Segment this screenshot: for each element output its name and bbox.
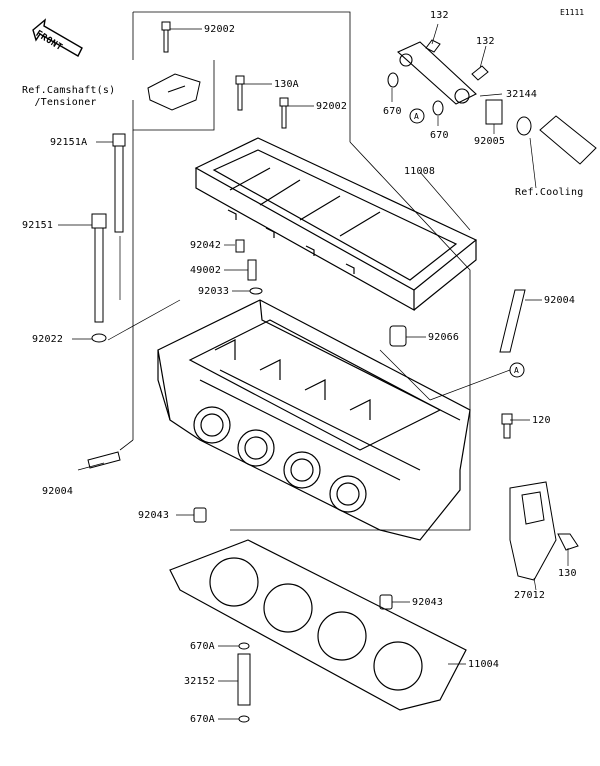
camshaft-ref-part [147, 73, 201, 111]
part-label-92151: 92151 [22, 220, 54, 231]
dowel-92043-left [193, 507, 207, 523]
marker-a-right-label: A [514, 366, 520, 375]
part-label-11004: 11004 [468, 659, 500, 670]
oring-670A-bottom [238, 715, 250, 723]
bolt-92151 [91, 213, 107, 323]
leader-lines [58, 23, 569, 720]
marker-a-top-label: A [414, 112, 420, 121]
part-label-132-right: 132 [476, 36, 495, 47]
hose-clamp [516, 116, 532, 136]
pipe-32152 [237, 653, 251, 706]
washer-92022 [91, 333, 107, 343]
part-label-670A-bottom: 670A [190, 714, 215, 725]
part-label-92002-top: 92002 [204, 24, 236, 35]
part-label-92022: 92022 [32, 334, 64, 345]
bolt-120 [501, 413, 513, 439]
bolt-92002-top [161, 21, 171, 53]
part-label-92004-right: 92004 [544, 295, 576, 306]
part-label-92002-mid: 92002 [316, 101, 348, 112]
part-label-130A: 130A [274, 79, 299, 90]
part-label-92151A: 92151A [50, 137, 88, 148]
bolt-92151A [112, 133, 126, 233]
front-arrow-icon [32, 18, 83, 57]
marker-a-top [409, 108, 425, 124]
part-label-92005: 92005 [474, 136, 506, 147]
stud-92004-left [87, 451, 121, 469]
diagram-code: E1111 [560, 8, 585, 17]
part-label-49002: 49002 [190, 265, 222, 276]
part-label-27012: 27012 [514, 590, 546, 601]
oring-92033 [249, 287, 263, 295]
cylinder-head [157, 299, 471, 541]
part-label-92042: 92042 [190, 240, 222, 251]
part-label-120: 120 [532, 415, 551, 426]
plug-92066 [389, 325, 407, 347]
cooling-hose-ref [539, 115, 597, 165]
water-pipe-32144 [397, 41, 477, 105]
part-label-670-left: 670 [383, 106, 402, 117]
oring-670A-top [238, 642, 250, 650]
frame-lines-lower [119, 130, 471, 531]
part-label-32152: 32152 [184, 676, 216, 687]
part-label-670A-top: 670A [190, 641, 215, 652]
part-label-32144: 32144 [506, 89, 538, 100]
part-label-92066: 92066 [428, 332, 460, 343]
part-label-92043-left: 92043 [138, 510, 170, 521]
fitting-92005 [485, 99, 503, 125]
bolt-130 [557, 533, 579, 551]
camshaft-cover-11008 [194, 137, 478, 312]
part-label-11008: 11008 [404, 166, 436, 177]
part-label-92033: 92033 [198, 286, 230, 297]
dowel-92042 [235, 239, 245, 253]
part-label-92043-right: 92043 [412, 597, 444, 608]
ref-camshaft-label: Ref.Camshaft(s) /Tensioner [22, 85, 116, 108]
bolt-132-right [471, 65, 489, 81]
bolt-92002-mid [279, 97, 289, 129]
frame-lines [132, 11, 471, 440]
part-49002 [247, 259, 257, 281]
oring-670-right [432, 100, 444, 116]
bolt-132-top [425, 39, 441, 53]
part-label-92004-left: 92004 [42, 486, 74, 497]
stud-92004-right [499, 289, 526, 353]
part-label-132-top: 132 [430, 10, 449, 21]
ref-cooling-label: Ref.Cooling [515, 187, 584, 198]
bolt-130A [235, 75, 245, 111]
bracket-27012 [509, 481, 557, 581]
part-label-670-right: 670 [430, 130, 449, 141]
part-label-130: 130 [558, 568, 577, 579]
head-gasket-11004 [169, 539, 467, 711]
oring-670-left [387, 72, 399, 88]
